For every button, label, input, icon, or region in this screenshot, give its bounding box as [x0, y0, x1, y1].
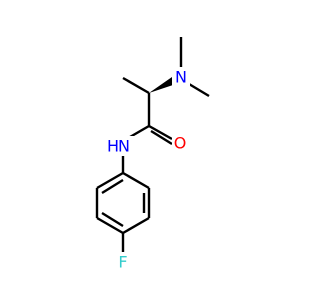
- wedge-bond-calpha-n: [149, 77, 176, 93]
- bond-ccarbonyl-namide: [129, 124, 150, 139]
- ring-bond-3: [122, 216, 150, 235]
- ring-inner-bond-c: [101, 178, 124, 195]
- atom-f-aryl: F: [118, 253, 127, 272]
- bonds: [95, 37, 210, 252]
- bond-ccarbonyl-o-1: [148, 124, 173, 141]
- atom-n-amide: N: [118, 137, 130, 156]
- ring-inner-bond-b: [101, 211, 124, 228]
- structure-diagram: N H N O F: [95, 37, 210, 272]
- ring-bond-4: [96, 216, 124, 235]
- atom-n-dimethylamino: N: [175, 68, 187, 87]
- atom-o-carbonyl: O: [174, 134, 187, 153]
- bond-ccarbonyl-o-2: [150, 129, 173, 146]
- atom-labels: N H N O F: [105, 67, 190, 272]
- ring-bond-1: [122, 171, 150, 190]
- bond-ch3-calpha: [122, 76, 150, 95]
- bond-n-methyl-right: [188, 82, 210, 98]
- atom-h-amide: H: [107, 137, 119, 156]
- ring-bond-6: [96, 171, 124, 190]
